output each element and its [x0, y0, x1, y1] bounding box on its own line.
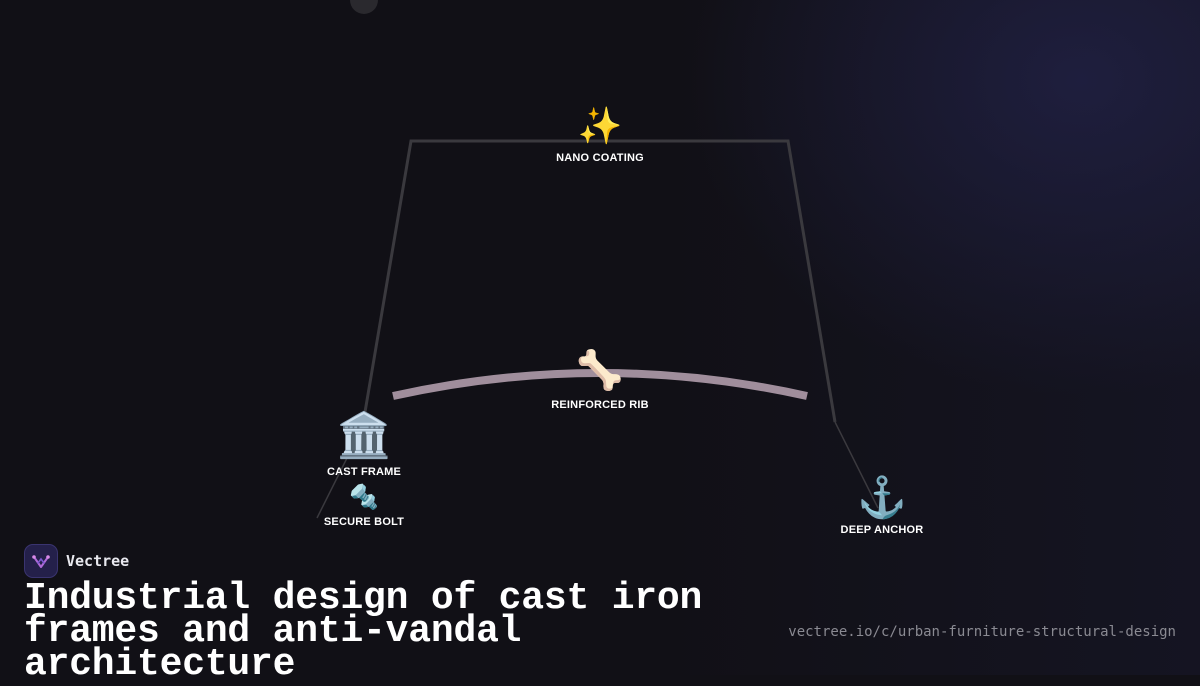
node-reinforced-rib[interactable]: 🦴 REINFORCED RIB	[551, 352, 649, 411]
brand: Vectree	[24, 544, 129, 578]
brand-name: Vectree	[66, 552, 130, 570]
anchor-connector	[834, 421, 879, 509]
anchor-icon: ⚓	[857, 476, 907, 520]
classical-building-icon: 🏛️	[336, 411, 392, 460]
node-label: CAST FRAME	[326, 466, 402, 478]
top-dot-node	[350, 0, 378, 14]
node-label: NANO COATING	[556, 152, 644, 164]
bolt-connector	[316, 457, 348, 519]
node-cast-frame[interactable]: 🏛️ CAST FRAME	[326, 411, 402, 479]
sparkles-icon: ✨	[577, 105, 623, 146]
node-nano-coating[interactable]: ✨ NANO COATING	[556, 105, 644, 165]
vectree-logo-icon	[24, 544, 58, 578]
node-secure-bolt[interactable]: 🔩 SECURE BOLT	[323, 484, 405, 529]
node-label: REINFORCED RIB	[551, 399, 649, 411]
node-deep-anchor[interactable]: ⚓ DEEP ANCHOR	[841, 478, 924, 536]
node-label: SECURE BOLT	[323, 516, 405, 528]
rib-arc	[392, 369, 808, 400]
bone-icon: 🦴	[576, 350, 624, 392]
page-title: Industrial design of cast iron frames an…	[24, 577, 703, 686]
source-url[interactable]: vectree.io/c/urban-furniture-structural-…	[788, 624, 1176, 640]
nut-and-bolt-icon: 🔩	[349, 484, 379, 511]
frame-outline	[362, 139, 837, 423]
node-label: DEEP ANCHOR	[840, 524, 924, 536]
